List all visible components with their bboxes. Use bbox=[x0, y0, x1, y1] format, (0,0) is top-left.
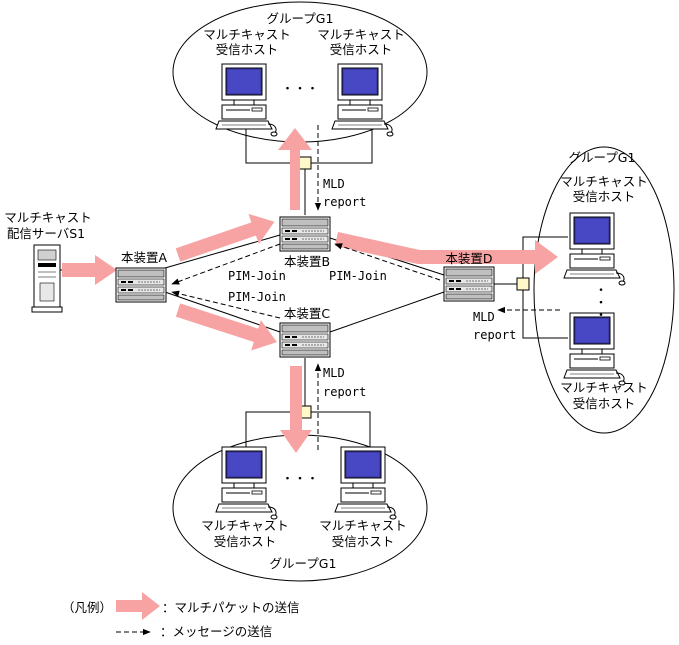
arrow-a-to-c bbox=[175, 303, 277, 351]
group-ellipse-right bbox=[533, 146, 675, 434]
arrow-b-to-top bbox=[278, 128, 312, 210]
message-arrows bbox=[171, 125, 560, 450]
legend: （凡例） ：マルチパケットの送信 ：メッセージの送信 bbox=[62, 592, 300, 639]
device-label-d: 本装置D bbox=[445, 251, 492, 266]
arrow-a-to-b bbox=[175, 213, 275, 262]
arrow-b-to-d-right bbox=[335, 232, 558, 274]
host-label-line2: 受信ホスト bbox=[332, 534, 395, 549]
host-label-line1: マルチキャスト bbox=[560, 174, 648, 189]
arrow-s1-to-a bbox=[62, 255, 117, 285]
group-title-bottom: グループG1 bbox=[270, 556, 337, 571]
report-label-d: report bbox=[473, 328, 516, 342]
pc-icon bbox=[215, 63, 278, 137]
device-label-c: 本装置C bbox=[284, 306, 331, 321]
host-label-line1: マルチキャスト bbox=[201, 518, 289, 533]
legend-packet-label: ：マルチパケットの送信 bbox=[162, 600, 300, 615]
host-label-line1: マルチキャスト bbox=[560, 380, 648, 395]
router-icon-b bbox=[279, 216, 331, 252]
group-title-top: グループG1 bbox=[267, 11, 334, 26]
router-icon-d bbox=[443, 266, 495, 302]
host-label-line2: 受信ホスト bbox=[216, 42, 279, 57]
pc-icon bbox=[563, 212, 626, 286]
ellipsis-right: ・・・ bbox=[593, 283, 608, 321]
report-label-c: report bbox=[323, 385, 366, 399]
hub-icon-right bbox=[516, 277, 530, 291]
host-label-line1: マルチキャスト bbox=[203, 27, 291, 42]
mld-label-d: MLD bbox=[473, 310, 495, 324]
server-label-line1: マルチキャスト bbox=[4, 210, 92, 225]
group-title-right: グループG1 bbox=[569, 150, 636, 165]
legend-title: （凡例） bbox=[62, 600, 112, 615]
labels: グループG1 マルチキャスト 受信ホスト マルチキャスト 受信ホスト ・・・ ・… bbox=[4, 11, 648, 571]
pim-join-b-to-a-arrow bbox=[171, 243, 281, 285]
host-label-line1: マルチキャスト bbox=[319, 518, 407, 533]
device-label-b: 本装置B bbox=[284, 254, 330, 269]
server-label-line2: 配信サーバS1 bbox=[7, 226, 85, 241]
ellipsis-top: ・・・ bbox=[281, 81, 319, 96]
legend-message-label: ：メッセージの送信 bbox=[160, 624, 272, 639]
legend-packet-arrow bbox=[116, 592, 160, 620]
device-label-a: 本装置A bbox=[121, 250, 168, 265]
multicast-packet-arrows bbox=[62, 128, 558, 453]
ellipsis-bottom: ・・・ bbox=[281, 471, 319, 486]
mld-label-b: MLD bbox=[323, 177, 345, 191]
host-label-line2: 受信ホスト bbox=[214, 534, 277, 549]
pim-join-d-to-b-arrow bbox=[334, 243, 441, 281]
mld-label-c: MLD bbox=[323, 366, 345, 380]
pim-join-label-ba: PIM-Join bbox=[228, 269, 286, 283]
host-label-line2: 受信ホスト bbox=[573, 189, 636, 204]
pc-icon bbox=[331, 63, 394, 137]
pim-join-label-ca: PIM-Join bbox=[228, 290, 286, 304]
pc-icon bbox=[334, 446, 397, 520]
router-icon-c bbox=[279, 322, 331, 358]
report-label-b: report bbox=[323, 195, 366, 209]
host-label-line2: 受信ホスト bbox=[573, 396, 636, 411]
arrow-c-to-bottom bbox=[280, 366, 312, 453]
router-icon-a bbox=[115, 267, 167, 303]
pc-icon bbox=[215, 446, 278, 520]
server-icon bbox=[31, 244, 63, 313]
pc-icon bbox=[563, 312, 626, 386]
hub-icon-top bbox=[298, 156, 312, 170]
host-label-line2: 受信ホスト bbox=[330, 42, 393, 57]
pim-join-label-db: PIM-Join bbox=[329, 269, 387, 283]
pim-join-c-to-a-arrow bbox=[171, 290, 281, 319]
host-label-line1: マルチキャスト bbox=[317, 27, 405, 42]
